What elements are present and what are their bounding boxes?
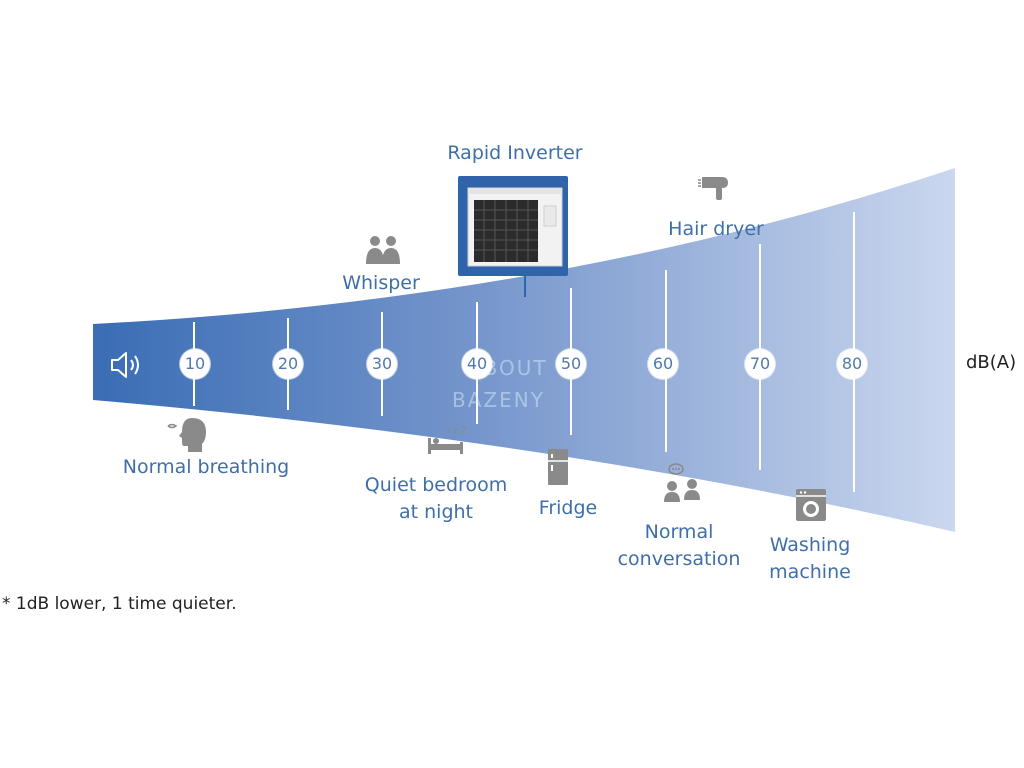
label-washing-machine-line1: Washing [769, 534, 851, 556]
product-image-frame [458, 176, 568, 276]
scale-tick-10: 10 [180, 349, 210, 379]
label-fridge: Fridge [538, 497, 598, 519]
band-shape [93, 168, 955, 532]
scale-tick-60: 60 [648, 349, 678, 379]
label-quiet-bedroom-line1: Quiet bedroom [364, 474, 508, 496]
label-normal-breathing: Normal breathing [122, 456, 290, 478]
conversation-icon [664, 463, 700, 502]
product-title: Rapid Inverter [447, 142, 583, 164]
label-quiet-bedroom-line2: at night [398, 501, 474, 523]
label-normal-conversation: Normal conversation [618, 519, 741, 573]
unit-label: dB(A) [966, 352, 1017, 373]
scale-tick-40: 40 [462, 349, 492, 379]
heat-pump-unit-image [467, 187, 563, 267]
people-whisper-icon [366, 236, 400, 264]
bed-sleep-icon: z z Z [428, 426, 466, 454]
hair-dryer-icon [698, 177, 728, 200]
scale-tick-80: 80 [837, 349, 867, 379]
scale-tick-50: 50 [556, 349, 586, 379]
label-washing-machine-line2: machine [769, 561, 851, 583]
fridge-icon [548, 449, 568, 485]
scale-tick-20: 20 [273, 349, 303, 379]
watermark-bottom: BAZENY [452, 388, 545, 412]
label-normal-conversation-line2: conversation [617, 548, 741, 570]
label-whisper: Whisper [342, 272, 420, 294]
scale-tick-30: 30 [367, 349, 397, 379]
label-washing-machine: Washing machine [769, 532, 851, 586]
label-normal-conversation-line1: Normal [644, 521, 714, 543]
speaker-icon [111, 352, 139, 378]
breathing-head-icon [167, 418, 206, 452]
scale-tick-70: 70 [745, 349, 775, 379]
label-hair-dryer: Hair dryer [668, 218, 764, 240]
washing-machine-icon [796, 489, 826, 521]
footnote: * 1dB lower, 1 time quieter. [2, 594, 237, 614]
label-quiet-bedroom: Quiet bedroom at night [365, 472, 507, 526]
svg-text:z z Z: z z Z [446, 426, 466, 436]
